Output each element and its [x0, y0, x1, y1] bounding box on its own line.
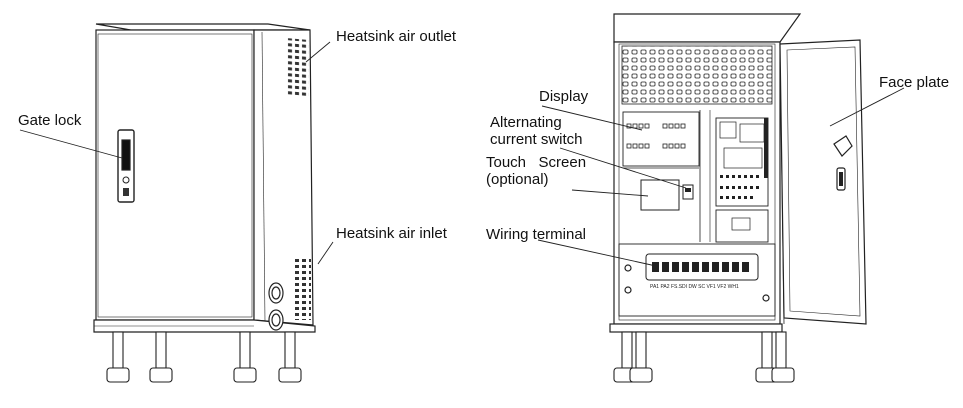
label-display: Display: [539, 88, 589, 105]
vent-plate: [621, 45, 773, 105]
leader-heatsink-inlet: [317, 241, 334, 265]
left-cabinet-feet: [106, 331, 302, 383]
leader-wiring-terminal: [537, 239, 657, 267]
terminal-area: [618, 243, 776, 317]
leader-face-plate: [829, 87, 905, 127]
terminal-markings: PA1 PA2 FS.SDI DW SC VF1 VF2 WH1: [650, 284, 739, 290]
leader-gate-lock: [19, 129, 123, 159]
leader-touch-screen: [571, 189, 649, 197]
leader-display: [541, 105, 643, 131]
door-handle: [833, 135, 853, 157]
open-door: [779, 39, 867, 325]
label-ac-switch-line2: current switch: [490, 131, 583, 148]
right-cabinet-feet: [613, 331, 795, 383]
left-cabinet: [93, 23, 316, 333]
label-heatsink-air-outlet: Heatsink air outlet: [336, 28, 457, 45]
label-touch-screen-line2: (optional): [486, 171, 549, 188]
label-wiring-terminal: Wiring terminal: [486, 226, 587, 243]
leader-lines: [19, 41, 905, 267]
control-board: [715, 117, 769, 207]
label-ac-switch-line1: Alternating: [490, 114, 562, 131]
leader-ac-switch: [559, 147, 687, 189]
label-heatsink-air-inlet: Heatsink air inlet: [336, 225, 447, 242]
display-board: [622, 111, 700, 167]
label-face-plate: Face plate: [879, 74, 950, 91]
leader-heatsink-outlet: [305, 41, 331, 63]
right-cabinet: [609, 13, 802, 333]
label-touch-screen-line1: Touch Screen: [486, 154, 587, 171]
label-gate-lock: Gate lock: [18, 112, 82, 129]
